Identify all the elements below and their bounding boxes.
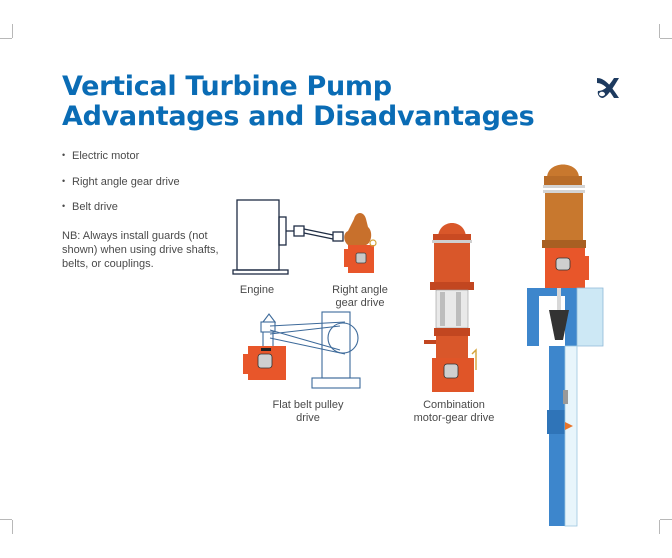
right-angle-gear-drive-icon — [344, 213, 377, 273]
crop-mark-tl-v — [12, 24, 13, 38]
bullet-glyph: • — [62, 175, 66, 186]
crop-mark-br-h — [660, 519, 672, 520]
flat-belt-pulley-diagram — [243, 311, 361, 389]
engine-drive-diagram — [232, 199, 377, 275]
crop-mark-tr-h — [660, 38, 672, 39]
bullet-glyph: • — [62, 150, 66, 160]
flat-belt-label: Flat belt pulley drive — [272, 399, 344, 424]
crop-mark-bl-h — [0, 519, 12, 520]
safety-note: NB: Always install guards (not shown) wh… — [62, 230, 219, 270]
bullet-list: •Electric motor •Right angle gear drive … — [62, 150, 180, 227]
crop-mark-tl-h — [0, 38, 12, 39]
bullet-item: •Electric motor — [62, 150, 140, 162]
x-brand-logo-icon — [597, 78, 619, 98]
belt-gear-head-icon — [243, 346, 286, 380]
bullet-item: •Right angle gear drive — [62, 175, 180, 188]
bullet-glyph: • — [62, 201, 66, 211]
crop-mark-bl-v — [12, 520, 13, 534]
bullet-item: •Belt drive — [62, 201, 118, 213]
title-line-1: Vertical Turbine Pump — [62, 71, 392, 102]
crop-mark-tr-v — [659, 24, 660, 38]
combination-motor-gear-drive-icon — [424, 223, 477, 392]
engine-outline-icon — [232, 199, 344, 275]
slide-title: Vertical Turbine Pump Advantages and Dis… — [62, 71, 535, 132]
title-line-2: Advantages and Disadvantages — [62, 101, 535, 132]
right-angle-gear-label: Right angle gear drive — [332, 284, 388, 309]
combination-label: Combination motor-gear drive — [413, 399, 495, 424]
crop-mark-br-v — [659, 520, 660, 534]
vertical-turbine-pump-cutaway-icon — [527, 164, 604, 527]
engine-label: Engine — [239, 284, 275, 296]
